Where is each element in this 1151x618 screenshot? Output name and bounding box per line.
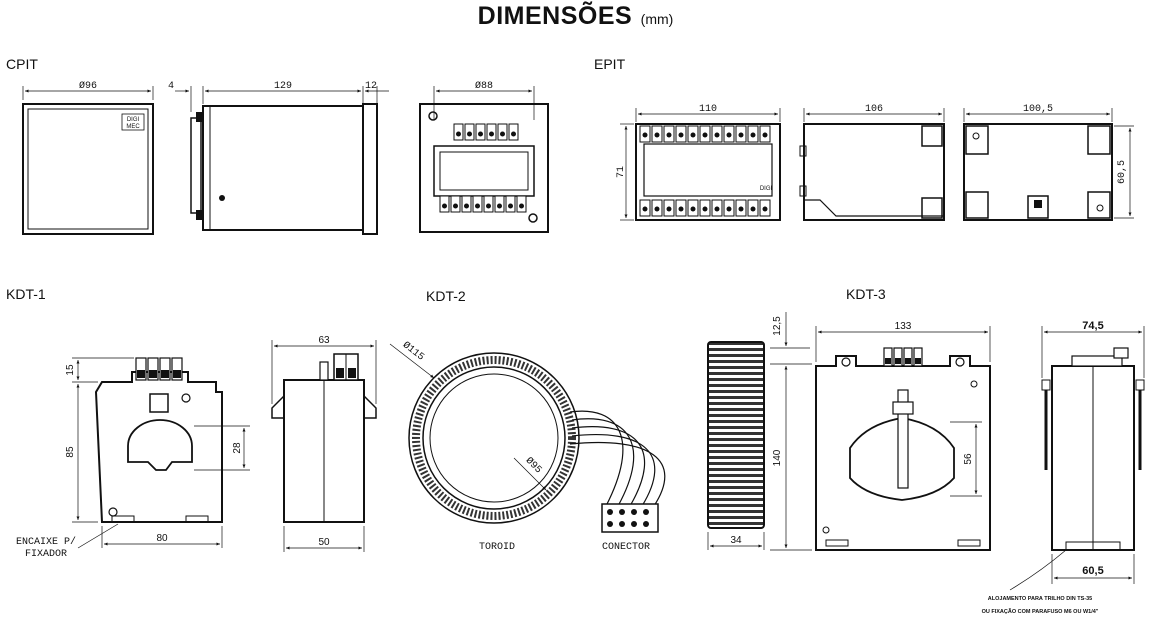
kdt3-dim-front: 133 56	[815, 321, 991, 497]
kdt3-dim-width: 133	[895, 321, 912, 332]
kdt3-dim-side-base: 60,5	[1082, 565, 1103, 577]
epit-dim-width: 110	[699, 104, 717, 115]
epit-dim-height: 71	[616, 166, 627, 178]
epit-side-view	[799, 123, 945, 221]
cpit-dim-side: 4 129 12	[168, 81, 389, 112]
epit-brand: DIGI	[760, 186, 773, 192]
kdt2-dim-inner: Ø95	[523, 455, 544, 476]
kdt3-edge-view	[707, 341, 765, 529]
cpit-dim-bezel: 12	[365, 81, 377, 92]
kdt1-dim-top: 15	[65, 364, 76, 376]
section-label-kdt2: KDT-2	[426, 288, 466, 304]
epit-dim-back-width: 100,5	[1023, 104, 1053, 115]
cpit-dim-back-width: Ø88	[475, 80, 493, 92]
kdt2-caption-toroid: TOROID	[479, 542, 515, 553]
kdt1-side-view	[271, 353, 377, 523]
title-unit: (mm)	[640, 11, 674, 27]
kdt3-dim-thickness: 34	[730, 535, 742, 546]
kdt1-dim-window: 28	[232, 442, 243, 454]
kdt2-wires	[569, 410, 666, 507]
kdt1-dim-front: 15 85 28 80 ENCAIXE P/ FIXADOR	[16, 357, 250, 560]
kdt2-toroid	[408, 352, 580, 524]
kdt1-dim-side: 63 50	[271, 335, 377, 552]
epit-dim-depth: 106	[865, 104, 883, 115]
kdt3-dim-height: 140	[772, 449, 783, 466]
kdt3-dim-top: 12,5	[772, 316, 783, 336]
kdt1-front-view	[94, 357, 223, 523]
kdt3-note-line1: ALOJAMENTO PARA TRILHO DIN TS-35	[988, 596, 1092, 602]
cpit-dim-depth: 129	[274, 81, 292, 92]
kdt1-dim-height: 85	[65, 446, 76, 458]
kdt2-caption-connector: CONECTOR	[602, 542, 650, 553]
epit-dim-back: 100,5 60,5	[963, 104, 1134, 219]
section-label-kdt1: KDT-1	[6, 286, 46, 302]
kdt3-dim-side: 74,5 60,5 ALOJAMENTO PARA TRILHO DIN TS-…	[982, 320, 1145, 615]
section-label-kdt3: KDT-3	[846, 286, 886, 302]
epit-dim-side: 106	[803, 104, 945, 122]
section-label-cpit: CPIT	[6, 56, 38, 72]
cpit-dim-gap: 4	[168, 81, 174, 92]
cpit-back-view	[419, 103, 549, 233]
kdt3-dim-window: 56	[963, 453, 974, 465]
kdt1-dim-side-width: 63	[318, 335, 330, 346]
cpit-dim-back: Ø88	[433, 80, 535, 120]
page-title: DIMENSÕES (mm)	[0, 2, 1151, 31]
kdt3-note-line2: OU FIXAÇÃO COM PARAFUSO M6 OU W1/4"	[982, 608, 1099, 615]
kdt1-dim-width: 80	[156, 533, 168, 544]
kdt1-note-line2: FIXADOR	[25, 549, 67, 560]
kdt3-dim-side-width: 74,5	[1082, 320, 1103, 332]
epit-dim-front: 110 71	[616, 104, 781, 221]
epit-back-view	[963, 123, 1113, 221]
kdt2-dim-outer: Ø115	[400, 339, 426, 363]
cpit-dim-front: Ø96	[22, 80, 154, 100]
epit-front-view: DIGI	[635, 123, 781, 221]
kdt3-side-view	[1041, 347, 1145, 551]
kdt1-note-line1: ENCAIXE P/	[16, 536, 76, 548]
kdt3-dim-edge: 34 12,5 140	[707, 312, 812, 551]
cpit-front-view: DIGI MEC	[22, 103, 154, 235]
kdt3-front-view	[815, 347, 991, 551]
kdt2-connector	[601, 503, 659, 533]
section-label-epit: EPIT	[594, 56, 626, 72]
cpit-brand-line2: MEC	[126, 124, 140, 130]
cpit-dim-front-width: Ø96	[79, 80, 97, 92]
cpit-brand-line1: DIGI	[127, 117, 140, 123]
kdt1-dim-side-base: 50	[318, 537, 330, 548]
cpit-side-view	[190, 103, 378, 235]
epit-dim-back-height: 60,5	[1117, 160, 1128, 184]
title-main: DIMENSÕES	[477, 2, 633, 30]
